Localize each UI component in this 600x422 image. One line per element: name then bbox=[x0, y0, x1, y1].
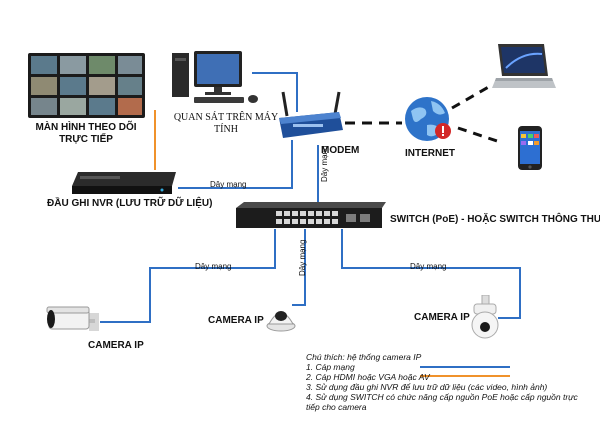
laptop-icon bbox=[492, 42, 557, 94]
wireless-internet-phone bbox=[457, 126, 501, 144]
nvr-label: ĐẦU GHI NVR (LƯU TRỮ DỮ LIỆU) bbox=[47, 198, 213, 209]
cable-label-camera-left: Dây mạng bbox=[195, 262, 232, 271]
switch-label: SWITCH (PoE) - HOẶC SWITCH THÔNG THƯỜNG bbox=[390, 214, 600, 225]
globe-icon bbox=[403, 95, 455, 143]
ptz-camera-icon bbox=[470, 294, 500, 341]
poe-switch-icon bbox=[236, 202, 386, 230]
cable-pc-modem bbox=[252, 72, 298, 112]
nvr-recorder-icon bbox=[72, 172, 178, 196]
cable-switch-camera-mid bbox=[292, 229, 306, 306]
monitor-wall-icon bbox=[28, 53, 145, 118]
cable-switch-camera-left bbox=[100, 229, 276, 323]
modem-label: MODEM bbox=[321, 145, 360, 156]
legend-item-4: 4. Sử dụng SWITCH có chức năng cấp nguồn… bbox=[306, 392, 578, 402]
legend-title: Chú thích: hệ thống camera IP bbox=[306, 352, 422, 362]
cable-switch-camera-right bbox=[341, 229, 521, 319]
pc-label: QUAN SÁT TRÊN MÁY TÍNH bbox=[173, 112, 279, 135]
camera-left-label: CAMERA IP bbox=[88, 340, 144, 351]
internet-label: INTERNET bbox=[405, 148, 455, 159]
legend-item-1: 1. Cáp mạng bbox=[306, 362, 355, 372]
smartphone-icon bbox=[518, 126, 542, 170]
camera-right-label: CAMERA IP bbox=[414, 312, 470, 323]
bullet-camera-icon bbox=[45, 303, 103, 335]
router-icon bbox=[275, 90, 345, 140]
cable-label-modem-switch: Dây mạng bbox=[320, 145, 329, 182]
camera-mid-label: CAMERA IP bbox=[208, 315, 264, 326]
cable-nvr-modem bbox=[178, 140, 293, 189]
legend: Chú thích: hệ thống camera IP 1. Cáp mạn… bbox=[306, 352, 578, 412]
monitor-wall-label: MÀN HÌNH THEO DÕI TRỰC TIẾP bbox=[35, 122, 137, 145]
legend-item-3: 3. Sử dụng đầu ghi NVR để lưu trữ dữ liệ… bbox=[306, 382, 548, 392]
legend-item-2: 2. Cáp HDMI hoặc VGA hoặc AV bbox=[306, 372, 430, 382]
cable-label-camera-right: Dây mạng bbox=[410, 262, 447, 271]
desktop-pc-icon bbox=[172, 48, 262, 108]
legend-item-4-cont: tiếp cho camera bbox=[306, 402, 367, 412]
cable-label-nvr: Dây mạng bbox=[210, 180, 247, 189]
dome-camera-icon bbox=[266, 304, 296, 332]
cable-label-camera-mid: Dây mạng bbox=[298, 239, 307, 276]
wireless-internet-laptop bbox=[451, 83, 493, 110]
